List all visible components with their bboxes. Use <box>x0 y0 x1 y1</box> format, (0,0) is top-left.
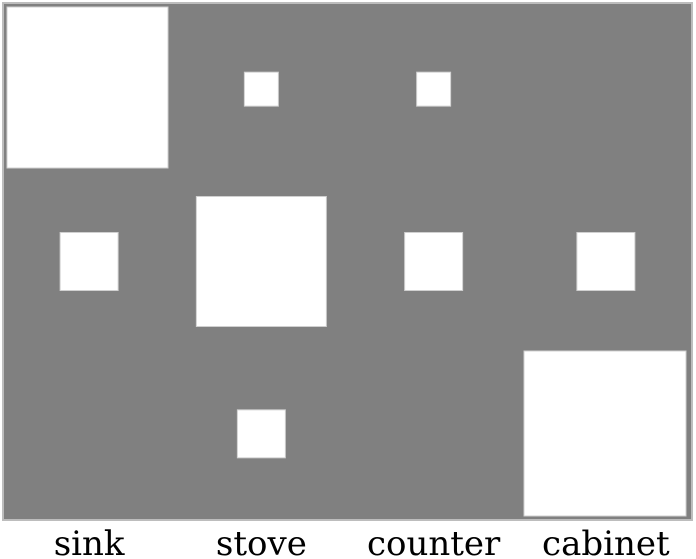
square-r2-c3 <box>523 350 687 517</box>
column-label-sink: sink <box>54 524 125 559</box>
square-r0-c1 <box>243 71 279 107</box>
square-r1-c1 <box>195 196 327 327</box>
square-r1-c3 <box>576 232 636 291</box>
square-r0-c2 <box>416 71 452 107</box>
squares-layer <box>6 6 687 517</box>
labels-layer: sink stove counter cabinet <box>54 524 670 559</box>
square-r1-c0 <box>59 232 119 291</box>
square-r0-c0 <box>6 6 169 169</box>
column-label-stove: stove <box>216 524 307 559</box>
column-label-counter: counter <box>367 524 501 559</box>
column-label-cabinet: cabinet <box>542 524 670 559</box>
square-r1-c2 <box>404 232 464 291</box>
square-r2-c1 <box>236 409 286 459</box>
